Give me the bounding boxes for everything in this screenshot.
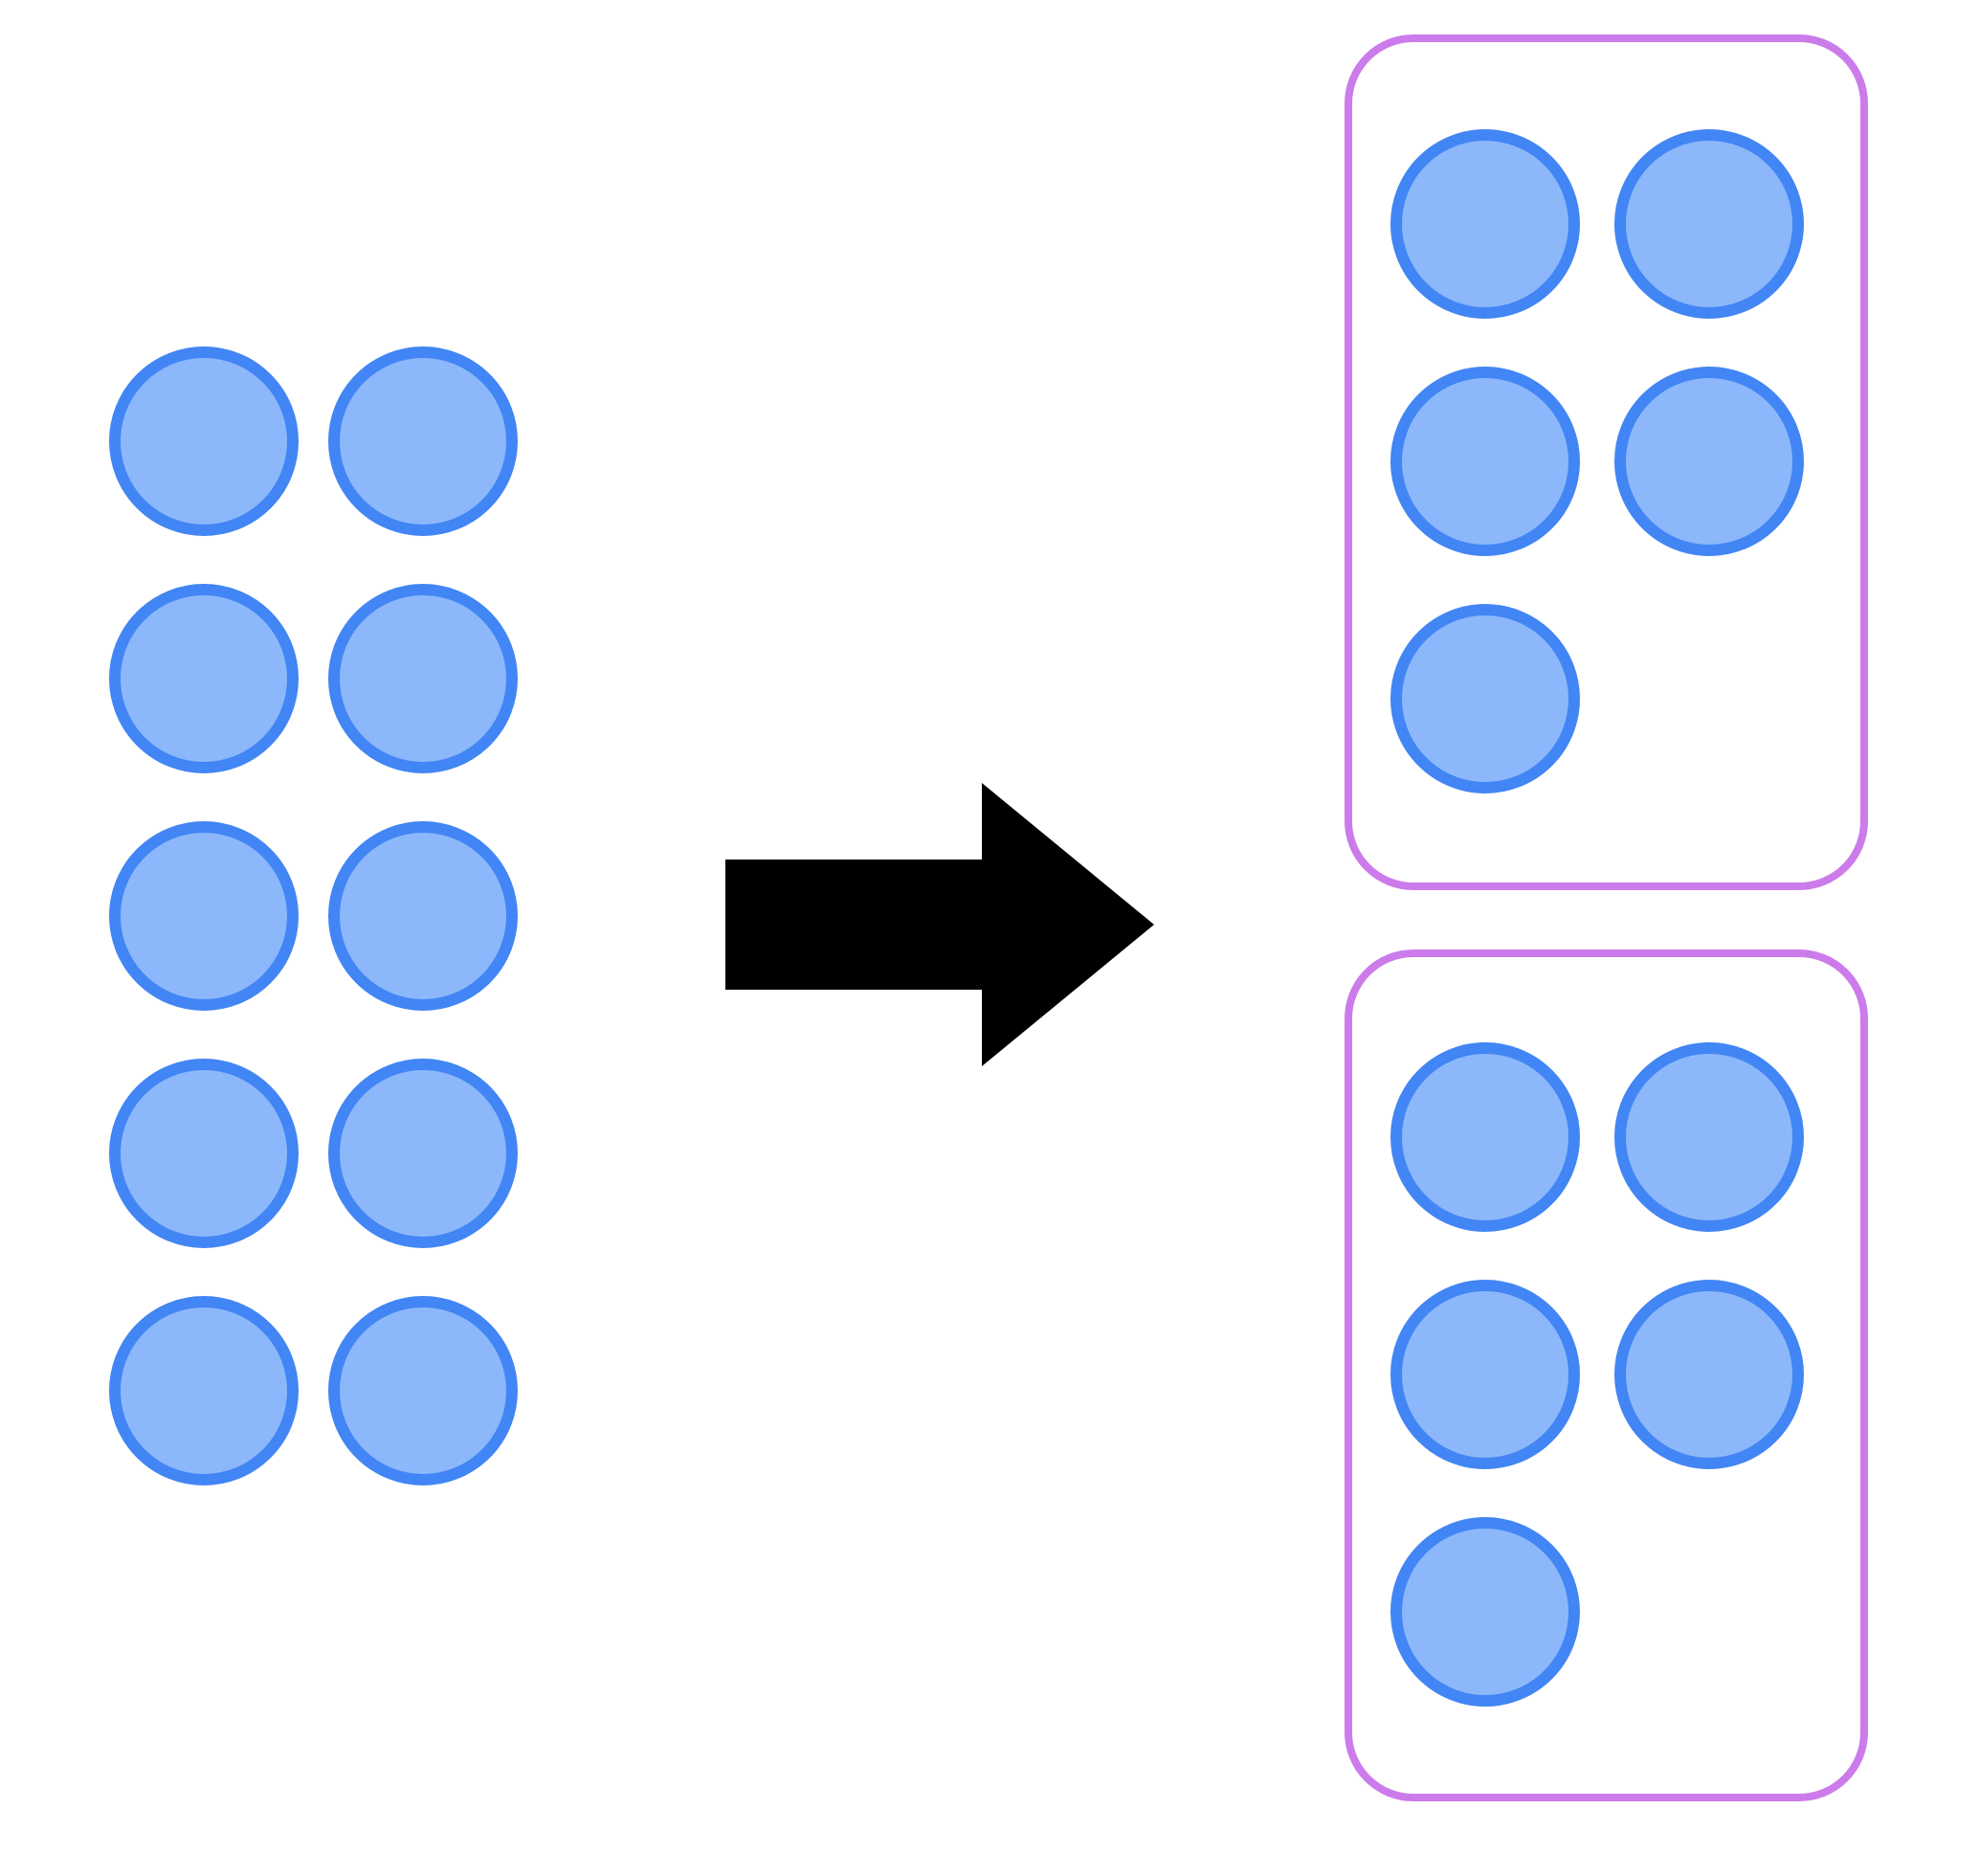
group-dot <box>1614 367 1804 556</box>
group-dot <box>1390 129 1580 319</box>
right-arrow-icon <box>725 783 1154 1066</box>
group-dot <box>1614 1042 1804 1232</box>
group-dot <box>1390 1042 1580 1232</box>
group-dot <box>1390 604 1580 793</box>
group-dot <box>1390 367 1580 556</box>
group-dot <box>1614 129 1804 319</box>
group-dot <box>1390 1280 1580 1469</box>
group-dot <box>1614 1280 1804 1469</box>
group-box-1 <box>1345 34 1868 890</box>
source-dot <box>109 1059 299 1248</box>
group-dot <box>1390 1517 1580 1707</box>
group-box-2 <box>1345 949 1868 1801</box>
